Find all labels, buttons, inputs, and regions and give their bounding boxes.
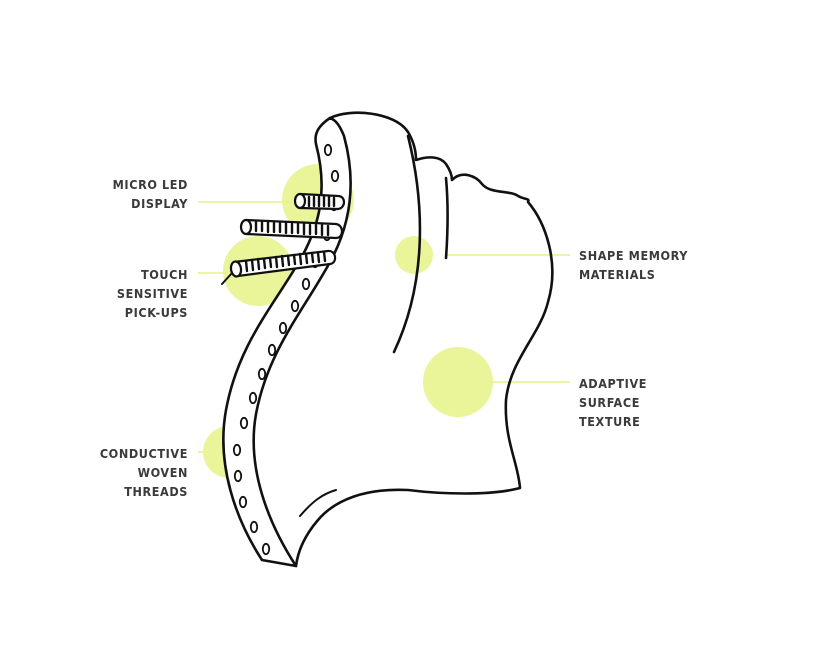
label-line: SENSITIVE bbox=[116, 286, 188, 301]
label-line: PICK-UPS bbox=[124, 305, 188, 320]
label-line: ADAPTIVE bbox=[579, 376, 648, 391]
label-touch-sensitive-pickups: TOUCH SENSITIVE PICK-UPS bbox=[117, 265, 188, 322]
fold-line-right bbox=[444, 176, 449, 260]
label-conductive-woven-threads: CONDUCTIVE WOVEN THREADS bbox=[100, 444, 188, 501]
highlight-shape-memory bbox=[395, 236, 433, 274]
fabric-body bbox=[294, 111, 554, 568]
label-line: TEXTURE bbox=[579, 414, 641, 429]
label-line: TOUCH bbox=[140, 267, 188, 282]
leader-lines bbox=[198, 201, 570, 453]
tube-top bbox=[293, 192, 346, 211]
label-line: CONDUCTIVE bbox=[99, 446, 188, 461]
label-line: MATERIALS bbox=[579, 267, 656, 282]
label-shape-memory-materials: SHAPE MEMORY MATERIALS bbox=[579, 246, 688, 284]
label-line: SURFACE bbox=[579, 395, 640, 410]
label-line: SHAPE MEMORY bbox=[579, 248, 689, 263]
tube-middle bbox=[239, 218, 344, 240]
label-micro-led-display: MICRO LED DISPLAY bbox=[113, 175, 188, 213]
label-line: MICRO LED bbox=[112, 177, 188, 192]
crease-bottom bbox=[299, 489, 337, 517]
fold-line-left bbox=[392, 134, 422, 354]
highlight-circles bbox=[203, 164, 493, 478]
tube-lower bbox=[221, 249, 337, 285]
led-tubes bbox=[221, 192, 346, 285]
label-adaptive-surface-texture: ADAPTIVE SURFACE TEXTURE bbox=[579, 374, 647, 431]
label-line: THREADS bbox=[124, 484, 188, 499]
highlight-adaptive bbox=[423, 347, 493, 417]
fabric-outline bbox=[294, 111, 554, 568]
label-line: WOVEN bbox=[137, 465, 188, 480]
label-line: DISPLAY bbox=[131, 196, 188, 211]
